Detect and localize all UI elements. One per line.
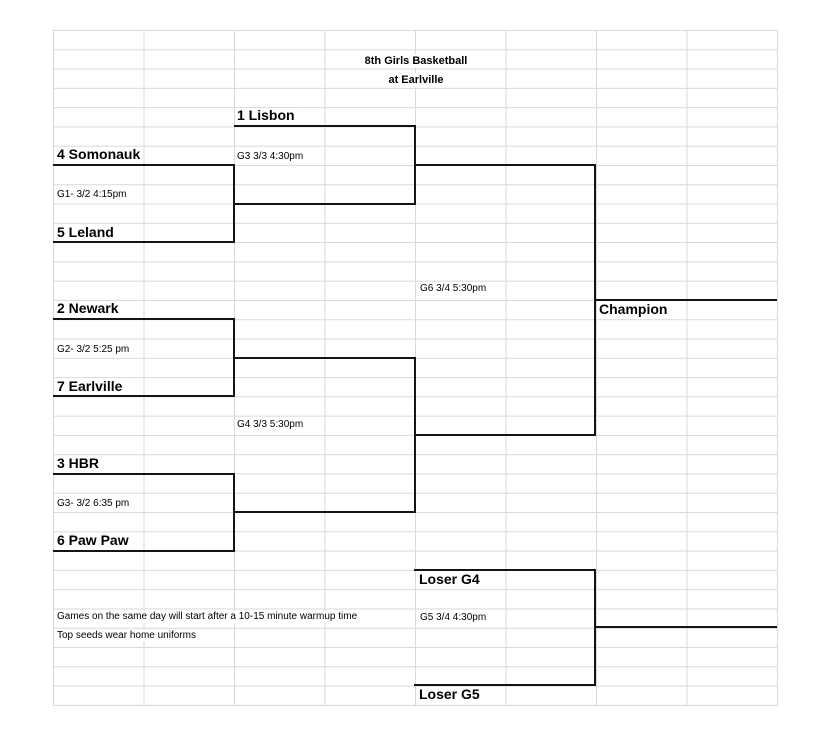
bracket-line-semi2-advance [414, 434, 596, 436]
bracket-line-loser-g5 [414, 684, 596, 686]
bracket-line-pawpaw-underline [53, 550, 235, 552]
bracket-vline-semi2 [414, 357, 416, 513]
sheet-title-line1: 8th Girls Basketball [325, 51, 507, 69]
bracket-vline-game1 [233, 164, 235, 243]
bracket-line-semi1-advance [414, 164, 596, 166]
bracket-line-g1-winner [234, 203, 416, 205]
slot-loser-g5: Loser G5 [417, 686, 482, 702]
note-uniforms: Top seeds wear home uniforms [55, 630, 198, 642]
bracket-line-g2-winner [234, 357, 416, 359]
bracket-line-hbr-underline [53, 473, 235, 475]
bracket-vline-game3 [233, 473, 235, 552]
team-leland: 5 Leland [55, 224, 116, 240]
bracket-vline-game2 [233, 318, 235, 397]
bracket-line-loser-g4 [414, 569, 596, 571]
bracket-line-newark-underline [53, 318, 235, 320]
bracket-line-g3-winner [234, 511, 416, 513]
bracket-vline-semi1 [414, 125, 416, 205]
champion-label: Champion [597, 301, 670, 317]
game-label-g3: G3- 3/2 6:35 pm [55, 498, 132, 510]
title-text-line1: 8th Girls Basketball [361, 54, 471, 68]
team-lisbon: 1 Lisbon [235, 107, 297, 123]
bracket-line-lisbon-underline [234, 125, 416, 127]
team-somonauk: 4 Somonauk [55, 146, 143, 162]
bracket-vline-consolation [594, 569, 596, 686]
game-label-g2: G2- 3/2 5:25 pm [55, 344, 132, 356]
team-newark: 2 Newark [55, 300, 121, 316]
game-label-semi1: G3 3/3 4:30pm [235, 151, 306, 163]
game-label-semi2: G4 3/3 5:30pm [235, 419, 306, 431]
team-hbr: 3 HBR [55, 455, 102, 471]
bracket-line-g5-advance [594, 626, 777, 628]
team-earlville: 7 Earlville [55, 378, 125, 394]
team-pawpaw: 6 Paw Paw [55, 532, 131, 548]
game-label-final: G6 3/4 5:30pm [418, 283, 489, 295]
bracket-line-leland-underline [53, 241, 235, 243]
game-label-consolation: G5 3/4 4:30pm [418, 612, 489, 624]
note-warmup: Games on the same day will start after a… [55, 611, 360, 623]
slot-loser-g4: Loser G4 [417, 571, 482, 587]
bracket-line-somonauk-underline [53, 164, 235, 166]
bracket-line-champion [594, 299, 777, 301]
bracket-line-earlville-underline [53, 395, 235, 397]
game-label-g1: G1- 3/2 4:15pm [55, 189, 129, 201]
title-text-line2: at Earlville [385, 73, 447, 87]
bracket-vline-final [594, 164, 596, 436]
sheet-title-line2: at Earlville [325, 70, 507, 88]
